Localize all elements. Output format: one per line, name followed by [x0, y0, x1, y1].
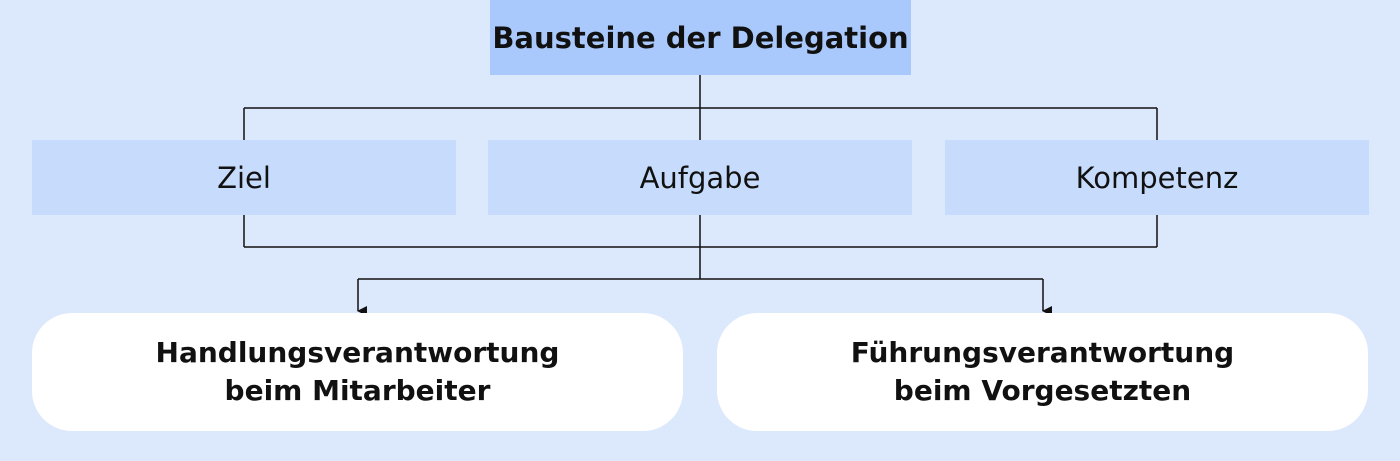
result-box-fuehrungsverantwortung: Führungsverantwortung beim Vorgesetzten — [717, 313, 1368, 431]
result-line-1: Führungsverantwortung — [850, 336, 1235, 369]
result-line-2: beim Mitarbeiter — [224, 374, 491, 407]
result-text-handlungsverantwortung: Handlungsverantwortung beim Mitarbeiter — [156, 334, 560, 410]
title-box: Bausteine der Delegation — [490, 0, 911, 75]
element-label-ziel: Ziel — [217, 160, 271, 195]
result-line-2: beim Vorgesetzten — [893, 374, 1192, 407]
result-box-handlungsverantwortung: Handlungsverantwortung beim Mitarbeiter — [32, 313, 683, 431]
element-box-ziel: Ziel — [32, 140, 456, 215]
result-line-1: Handlungsverantwortung — [155, 336, 560, 369]
result-text-fuehrungsverantwortung: Führungsverantwortung beim Vorgesetzten — [851, 334, 1234, 410]
element-box-kompetenz: Kompetenz — [945, 140, 1369, 215]
diagram-title: Bausteine der Delegation — [492, 20, 909, 55]
element-label-aufgabe: Aufgabe — [639, 160, 761, 195]
element-label-kompetenz: Kompetenz — [1075, 160, 1239, 195]
element-box-aufgabe: Aufgabe — [488, 140, 912, 215]
